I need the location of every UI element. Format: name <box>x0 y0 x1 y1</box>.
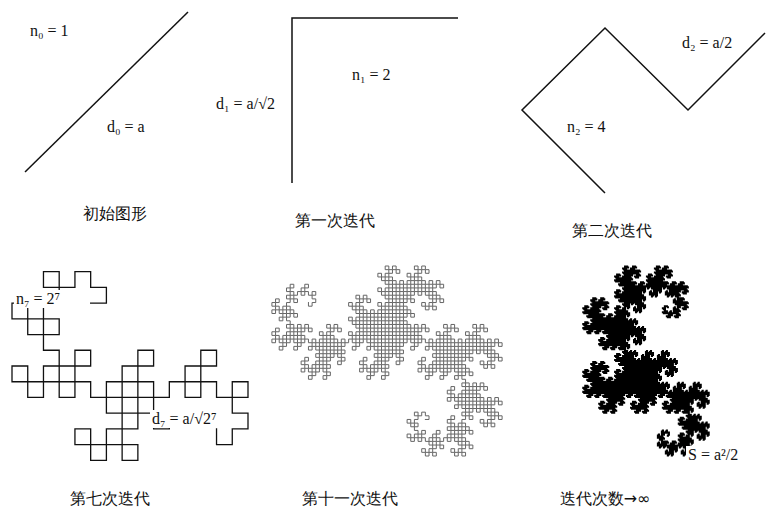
iteration-1-curve <box>292 18 458 183</box>
panel-caption: 第七次迭代 <box>68 490 152 508</box>
panel-caption: 第十一次迭代 <box>300 490 400 508</box>
iteration-2-curve <box>522 28 765 193</box>
initial-segment <box>25 12 188 172</box>
panel-caption: 第二次迭代 <box>570 222 654 240</box>
dragon-path <box>12 272 248 461</box>
formula-label: n₀ = 1 <box>28 22 71 40</box>
panel-caption: 迭代次数→∞ <box>558 490 653 508</box>
panel-caption: 第一次迭代 <box>293 212 377 230</box>
formula-label: d₁ = a/√2 <box>214 95 277 113</box>
formula-label: n₁ = 2 <box>350 66 393 84</box>
formula-label: n₂ = 4 <box>565 118 608 136</box>
panel-caption: 初始图形 <box>81 205 149 223</box>
formula-label: d₂ = a/2 <box>680 34 734 52</box>
formula-label: d₀ = a <box>105 118 147 136</box>
limit-dragon-fill <box>583 266 709 456</box>
iteration-11-curve <box>272 266 502 456</box>
formula-label: S = a²/2 <box>686 446 740 464</box>
dragon-path <box>583 266 709 456</box>
dragon-path <box>272 266 502 456</box>
formula-label: n₇ = 2⁷ <box>14 290 62 308</box>
iteration-7-curve <box>12 272 248 461</box>
formula-label: d₇ = a/√2⁷ <box>150 410 219 428</box>
